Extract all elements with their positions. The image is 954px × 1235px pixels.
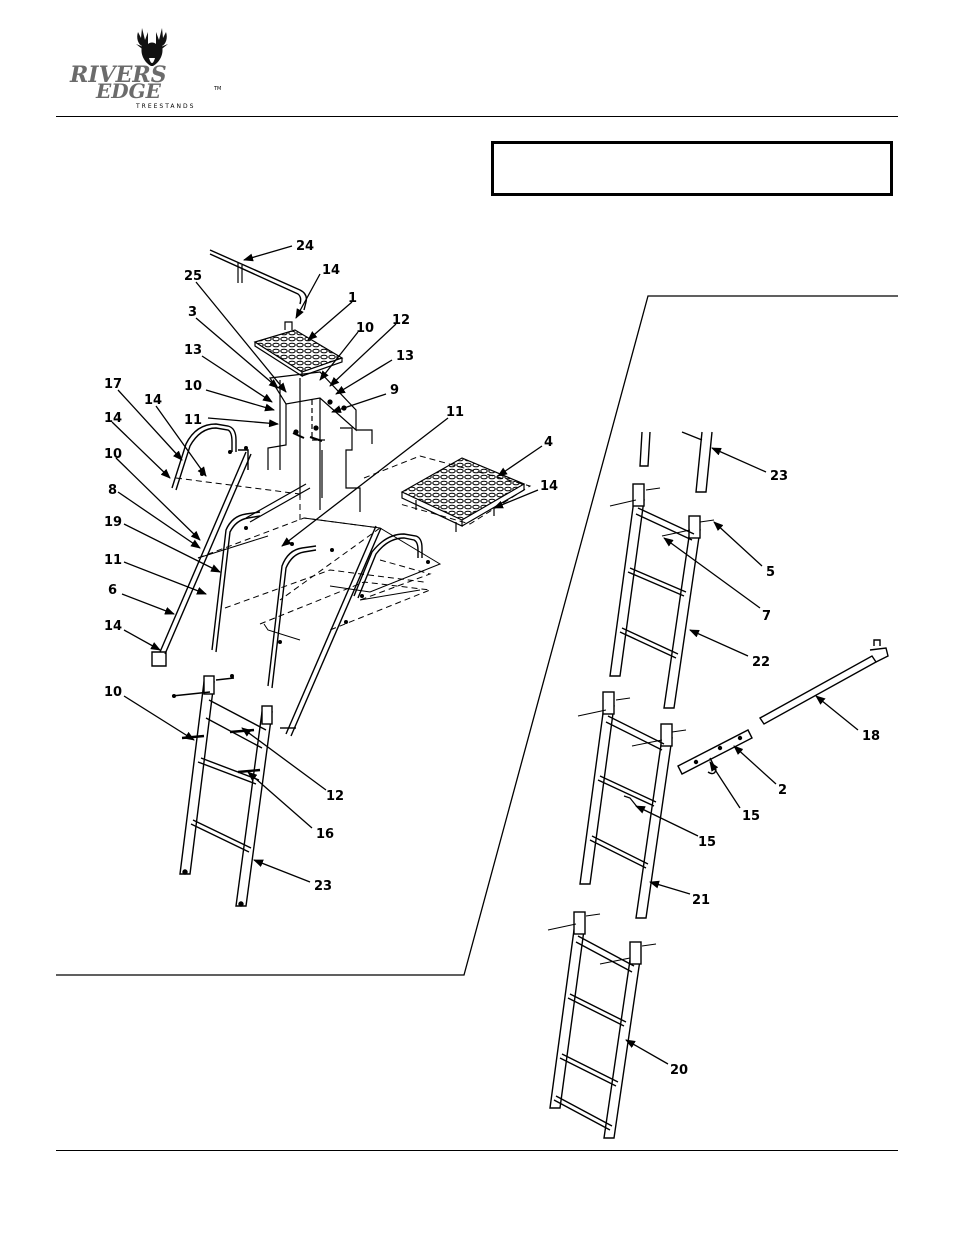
leader-4 — [498, 446, 542, 476]
part-6-brace-right — [280, 526, 381, 736]
part-4-platform — [402, 458, 524, 532]
callout-12: 12 — [326, 789, 344, 804]
stand-assembly — [152, 250, 530, 906]
inset-ladder-parts — [548, 432, 888, 1138]
callout-14: 14 — [540, 479, 558, 494]
callout-14: 14 — [104, 619, 122, 634]
part-20-ladder-section — [548, 912, 656, 1138]
leader-11a — [208, 418, 278, 424]
part-23-ladder-section-left — [172, 676, 272, 906]
leader-10b — [206, 390, 274, 410]
callout-12: 12 — [392, 313, 410, 328]
part-17-armrest-left — [172, 424, 236, 490]
part-21-ladder-section — [578, 692, 686, 918]
callout-8: 8 — [108, 483, 117, 498]
leader-20 — [626, 1040, 668, 1064]
callout-22: 22 — [752, 655, 770, 670]
leader-23a — [254, 860, 310, 882]
leader-lines — [112, 246, 858, 1064]
callout-25: 25 — [184, 269, 202, 284]
part-24-shooting-rail — [210, 250, 306, 310]
callout-7: 7 — [762, 609, 771, 624]
part-18-rod — [760, 640, 888, 724]
part-6-brace-left — [152, 452, 251, 666]
leader-11c — [124, 562, 206, 594]
callout-10: 10 — [356, 321, 374, 336]
callout-10: 10 — [104, 685, 122, 700]
leader-5 — [714, 522, 762, 566]
leader-14e — [124, 630, 160, 650]
callout-15: 15 — [698, 835, 716, 850]
frame-outline — [198, 518, 440, 640]
leader-9 — [332, 394, 386, 412]
leader-23b — [712, 448, 766, 472]
leader-22 — [690, 630, 748, 656]
callout-23: 23 — [314, 879, 332, 894]
callout-15: 15 — [742, 809, 760, 824]
leader-15a — [710, 762, 740, 808]
callout-20: 20 — [670, 1063, 688, 1078]
callout-2: 2 — [778, 783, 787, 798]
callout-3: 3 — [188, 305, 197, 320]
callout-5: 5 — [766, 565, 775, 580]
leader-21 — [650, 882, 690, 894]
leader-15b — [636, 806, 698, 836]
leader-13b — [336, 360, 392, 394]
callout-17: 17 — [104, 377, 122, 392]
callout-11: 11 — [184, 413, 202, 428]
callout-14: 14 — [104, 411, 122, 426]
callout-13: 13 — [184, 343, 202, 358]
callout-24: 24 — [296, 239, 314, 254]
leader-10d — [124, 696, 194, 740]
leader-18 — [816, 696, 858, 730]
callout-6: 6 — [108, 583, 117, 598]
callout-21: 21 — [692, 893, 710, 908]
callout-19: 19 — [104, 515, 122, 530]
part-22-ladder-section — [610, 484, 714, 708]
callout-11: 11 — [104, 553, 122, 568]
callout-13: 13 — [396, 349, 414, 364]
leader-19 — [124, 524, 220, 572]
leader-6 — [122, 594, 174, 614]
callout-10: 10 — [184, 379, 202, 394]
callout-23: 23 — [770, 469, 788, 484]
callout-14: 14 — [144, 393, 162, 408]
callout-4: 4 — [544, 435, 553, 450]
bolts — [172, 446, 430, 698]
callout-labels: 24 25 14 1 3 10 12 13 13 10 9 17 14 11 1… — [104, 239, 880, 1078]
seat-bracket — [268, 372, 372, 512]
leader-1 — [308, 302, 352, 340]
part-23-ladder-stub-right — [640, 432, 712, 492]
callout-14: 14 — [322, 263, 340, 278]
callout-16: 16 — [316, 827, 334, 842]
callout-10: 10 — [104, 447, 122, 462]
callout-1: 1 — [348, 291, 357, 306]
callout-11: 11 — [446, 405, 464, 420]
callout-18: 18 — [862, 729, 880, 744]
callout-9: 9 — [390, 383, 399, 398]
leader-24 — [244, 246, 292, 260]
leader-2 — [734, 746, 776, 784]
leader-7 — [664, 538, 760, 608]
